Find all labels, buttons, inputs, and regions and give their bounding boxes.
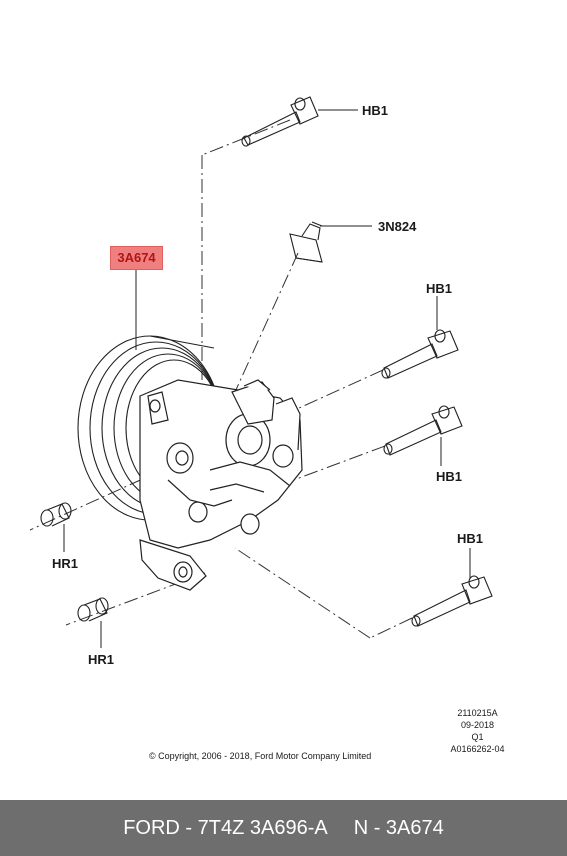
reference-line-3: Q1: [471, 732, 484, 742]
diagram-reference-block: 2110215A 09-2018 Q1 A0166262-04: [440, 707, 515, 755]
reference-line-1: 2110215A: [457, 708, 498, 718]
assembly-centerlines: [29, 119, 413, 639]
bushing-hr1-left: [40, 502, 72, 527]
footer-reference: N - 3A674: [353, 816, 444, 839]
pump-callout-label: 3A674: [117, 250, 156, 265]
label-hb1-bottom: HB1: [457, 531, 484, 546]
copyright-notice: © Copyright, 2006 - 2018, Ford Motor Com…: [149, 751, 372, 761]
label-hr1-left: HR1: [52, 556, 79, 571]
label-hb1-mid-lower: HB1: [436, 469, 463, 484]
label-hr1-bottom: HR1: [88, 652, 115, 667]
bolt-hb1-mid-upper: [381, 329, 459, 379]
bolt-hb1-top: [241, 96, 319, 147]
pump-callout-highlight: 3A674: [110, 246, 163, 270]
exploded-parts-diagram: [29, 96, 493, 648]
reference-line-4: A0166262-04: [450, 744, 505, 754]
bushing-hr1-bottom: [77, 597, 109, 622]
footer-part-number: FORD - 7T4Z 3A696-A: [123, 816, 328, 839]
footer-bar: FORD - 7T4Z 3A696-A N - 3A674: [0, 800, 567, 856]
leader-lines: [63, 109, 471, 648]
label-hb1-mid-upper: HB1: [426, 281, 453, 296]
label-3n824: 3N824: [378, 219, 417, 234]
pressure-sensor-3n824: [289, 221, 323, 263]
pump-body: [139, 379, 303, 591]
reference-line-2: 09-2018: [460, 720, 495, 730]
bolt-hb1-bottom: [411, 575, 493, 627]
label-hb1-top: HB1: [362, 103, 389, 118]
bolt-hb1-mid-lower: [383, 405, 463, 456]
